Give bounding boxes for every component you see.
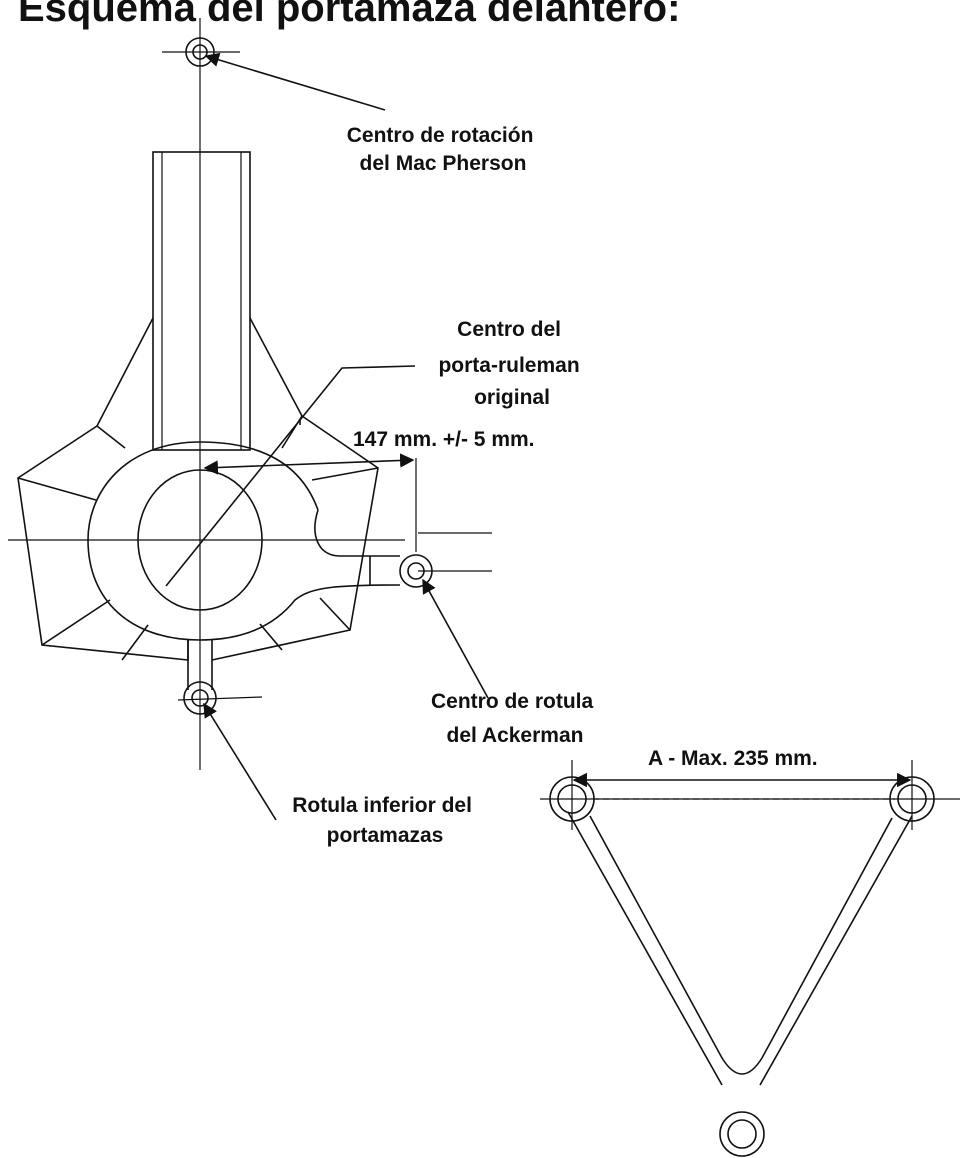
label-offset-dimension: 147 mm. +/- 5 mm. [353,428,535,451]
lower-ball-joint [183,681,217,715]
label-lower-ball-joint: Rotula inferior del portamazas [292,794,478,847]
hub-carrier-drawing [8,18,492,770]
triangle-arm-drawing [540,760,960,1157]
label-mac-pherson: Centro de rotación del Mac Pherson [347,124,540,175]
label-ackerman: Centro de rotula del Ackerman [431,690,599,747]
arm-right-joint [889,776,935,822]
label-bearing-center: Centro del porta-ruleman original [438,318,585,409]
label-arm-dimension: A - Max. 235 mm. [648,747,818,770]
mac-pherson-joint [185,37,215,67]
page-title: Esquema del portamaza delantero: [18,0,681,30]
arm-bottom-joint [719,1111,765,1157]
arm-left-joint [549,776,595,822]
